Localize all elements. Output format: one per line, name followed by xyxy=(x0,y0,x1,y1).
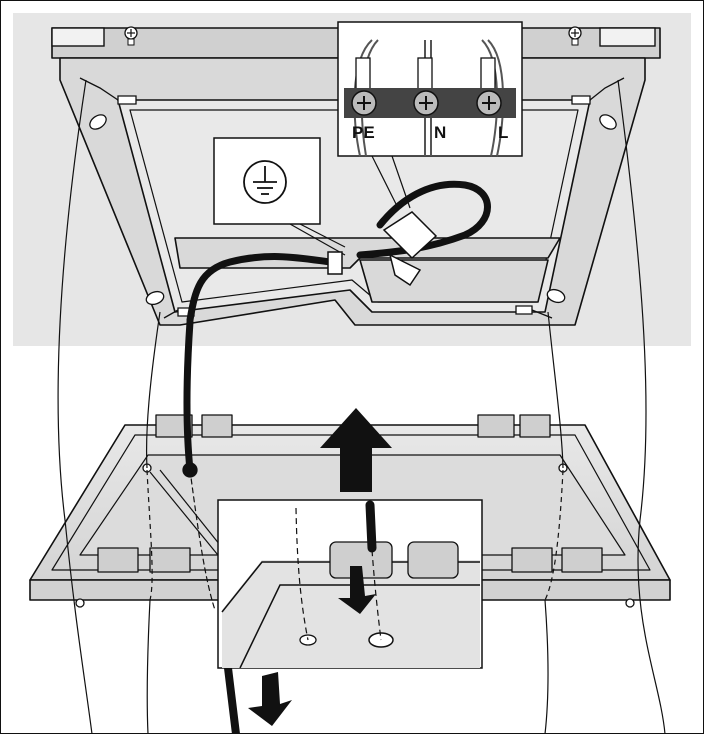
terminal-block-callout: PE N L xyxy=(337,21,523,209)
arrow-down-icon xyxy=(248,672,292,726)
power-cable-lower xyxy=(183,318,240,734)
detail-callout xyxy=(217,499,483,669)
arrow-down-icon xyxy=(338,566,376,614)
arrow-up-icon xyxy=(320,408,392,492)
screw-icon xyxy=(124,26,138,46)
terminal-label-l: L xyxy=(498,123,508,142)
screw-icon xyxy=(351,90,377,116)
screw-icon xyxy=(568,26,582,46)
screw-icon xyxy=(476,90,502,116)
power-cable xyxy=(186,180,491,324)
terminal-label-pe: PE xyxy=(352,123,375,142)
earth-wires xyxy=(57,79,666,734)
screw-icon xyxy=(413,90,439,116)
terminal-label-n: N xyxy=(434,123,446,142)
ground-callout xyxy=(213,137,346,256)
ground-symbol-icon xyxy=(243,160,287,204)
